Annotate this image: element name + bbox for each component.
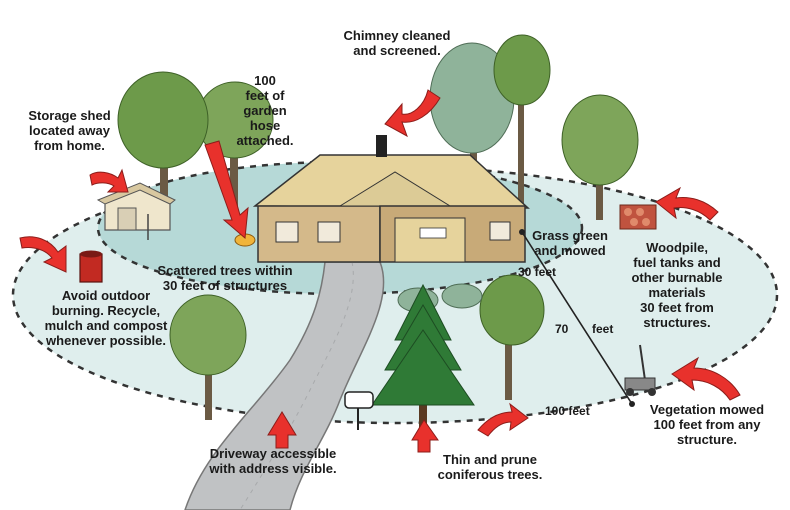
arrow-mowed — [671, 356, 741, 401]
arrow-prune-left — [411, 419, 439, 453]
tree-top-left — [117, 71, 274, 225]
label-storage-shed: Storage shed located away from home. — [28, 108, 111, 153]
driveway — [184, 261, 385, 510]
label-vegetation-mowed: Vegetation mowed 100 feet from any struc… — [649, 402, 765, 447]
label-prune-trees: Thin and prune coniferous trees. — [437, 452, 543, 482]
label-garden-hose: 100 feet of garden hose attached. — [236, 73, 294, 148]
storage-shed — [96, 182, 176, 240]
label-outdoor-burning: Avoid outdoor burning. Recycle, mulch an… — [44, 288, 168, 348]
house — [252, 135, 530, 263]
lawn-mower — [624, 344, 656, 396]
distance-30-feet: 30 feet — [518, 265, 557, 279]
distance-line — [521, 231, 633, 405]
tall-tree-center — [429, 34, 551, 220]
arrow-prune-right — [477, 402, 529, 437]
label-grass: Grass green and mowed — [532, 228, 608, 258]
conifer-tree — [371, 283, 475, 430]
distance-70-number: 70 — [555, 322, 569, 336]
arrow-chimney — [384, 89, 441, 138]
mailbox — [344, 391, 374, 430]
arrow-hose — [204, 140, 249, 240]
tree-lower-right — [479, 274, 545, 400]
distance-100-feet: 100 feet — [545, 404, 590, 418]
woodpile — [619, 204, 657, 230]
arrow-woodpile — [655, 186, 719, 221]
arrow-burning — [19, 236, 67, 273]
burn-barrel — [79, 250, 103, 283]
tree-lower-left — [169, 294, 247, 420]
arrow-shed — [89, 168, 129, 193]
label-chimney: Chimney cleaned and screened. — [343, 28, 451, 58]
arrow-driveway — [267, 411, 297, 449]
label-woodpile: Woodpile, fuel tanks and other burnable … — [631, 240, 723, 330]
distance-70-unit: feet — [592, 322, 614, 336]
label-scattered-trees: Scattered trees within 30 feet of struct… — [157, 263, 293, 293]
tree-right — [561, 94, 639, 220]
label-driveway: Driveway accessible with address visible… — [209, 446, 337, 476]
